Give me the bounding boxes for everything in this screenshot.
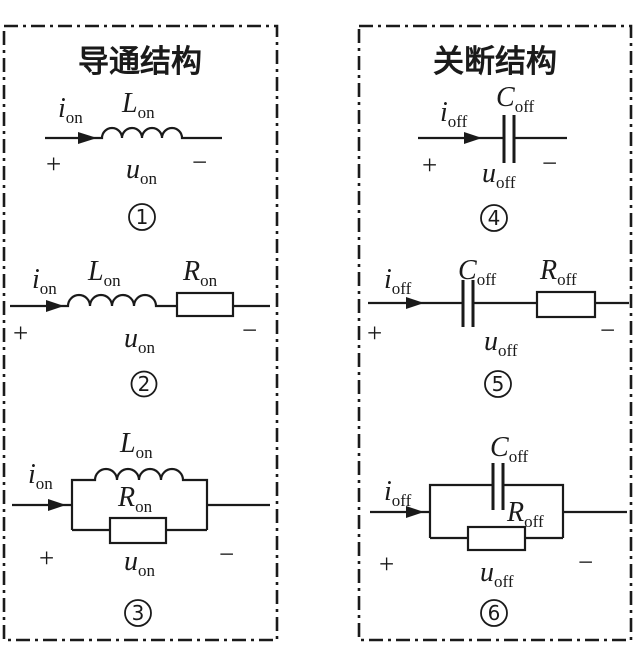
plus-sign: + — [367, 318, 382, 348]
capacitor-icon — [491, 463, 505, 510]
capacitor-icon — [502, 115, 516, 163]
minus-sign: − — [192, 147, 207, 177]
current-label: ioff — [384, 476, 412, 510]
inductor-icon — [45, 126, 222, 140]
current-arrow-icon — [46, 300, 64, 312]
resistor-label: Ron — [117, 482, 153, 516]
current-arrow-icon — [406, 506, 424, 518]
right-panel-title: 关断结构 — [433, 44, 557, 79]
circuit-number: 4 — [488, 206, 501, 230]
circuit-3: Lon Ron ion + uon − 3 — [12, 428, 270, 627]
circuit-6: Coff Roff ioff + uoff − 6 — [370, 432, 627, 627]
resistor-label: Roff — [539, 255, 577, 289]
inductor-icon — [10, 293, 177, 308]
circled-number-ring — [124, 599, 152, 627]
plus-sign: + — [46, 149, 61, 179]
voltage-label: uoff — [480, 557, 514, 591]
inductor-branch-icon — [70, 467, 209, 530]
capacitor-label: Coff — [490, 432, 529, 466]
circuit-2: ion Lon Ron + uon − 2 — [10, 256, 270, 398]
capacitor-icon — [461, 280, 475, 327]
circuit-1: ion Lon + uon − 1 — [45, 88, 222, 231]
current-label: ion — [32, 264, 57, 298]
resistor-label: Roff — [506, 497, 544, 531]
current-label: ion — [58, 93, 83, 127]
voltage-label: uon — [126, 154, 158, 188]
circled-number-ring — [130, 370, 158, 398]
circuit-number: 1 — [136, 205, 149, 229]
circuit-4: ioff Coff + uoff − 4 — [418, 82, 567, 232]
voltage-label: uoff — [484, 326, 518, 360]
plus-sign: + — [13, 318, 28, 348]
inductor-label: Lon — [87, 256, 121, 290]
left-panel-border — [2, 24, 279, 642]
right-panel-border — [357, 24, 633, 642]
current-label: ioff — [384, 264, 412, 298]
circled-number-ring — [480, 204, 508, 232]
circuit-number: 5 — [492, 372, 505, 396]
circuit-number: 3 — [132, 601, 145, 625]
circled-number-ring — [480, 599, 508, 627]
minus-sign: − — [578, 547, 593, 577]
current-arrow-icon — [464, 132, 482, 144]
circled-number-ring — [484, 370, 512, 398]
minus-sign: − — [242, 315, 257, 345]
plus-sign: + — [379, 549, 394, 579]
circuit-5: ioff Coff Roff + uoff − 5 — [367, 255, 629, 398]
inductor-label: Lon — [121, 88, 155, 122]
capacitor-branch-wire — [428, 483, 565, 538]
capacitor-label: Coff — [496, 82, 535, 116]
current-label: ioff — [440, 97, 468, 131]
plus-sign: + — [422, 150, 437, 180]
minus-sign: − — [600, 315, 615, 345]
minus-sign: − — [542, 148, 557, 178]
circled-number-ring — [128, 203, 156, 231]
panel-turn-off: 关断结构 ioff Coff + uoff − 4 ioff Coff Roff… — [357, 24, 633, 642]
current-arrow-icon — [78, 132, 97, 144]
voltage-label: uon — [124, 546, 156, 580]
voltage-label: uon — [124, 323, 156, 357]
current-arrow-icon — [406, 297, 424, 309]
resistor-icon — [535, 290, 597, 319]
voltage-label: uoff — [482, 158, 516, 192]
panel-turn-on: 导通结构 ion Lon + uon − 1 ion Lon Ron + uon… — [2, 24, 279, 642]
plus-sign: + — [39, 543, 54, 573]
resistor-label: Ron — [182, 256, 218, 290]
circuit-number: 2 — [138, 372, 151, 396]
circuit-number: 6 — [488, 601, 501, 625]
resistor-icon — [466, 525, 527, 552]
inductor-label: Lon — [119, 428, 153, 462]
capacitor-label: Coff — [458, 255, 497, 289]
left-panel-title: 导通结构 — [78, 44, 202, 79]
resistor-icon — [108, 516, 168, 545]
resistor-icon — [175, 291, 235, 318]
minus-sign: − — [219, 539, 234, 569]
current-label: ion — [28, 459, 53, 493]
current-arrow-icon — [48, 499, 66, 511]
